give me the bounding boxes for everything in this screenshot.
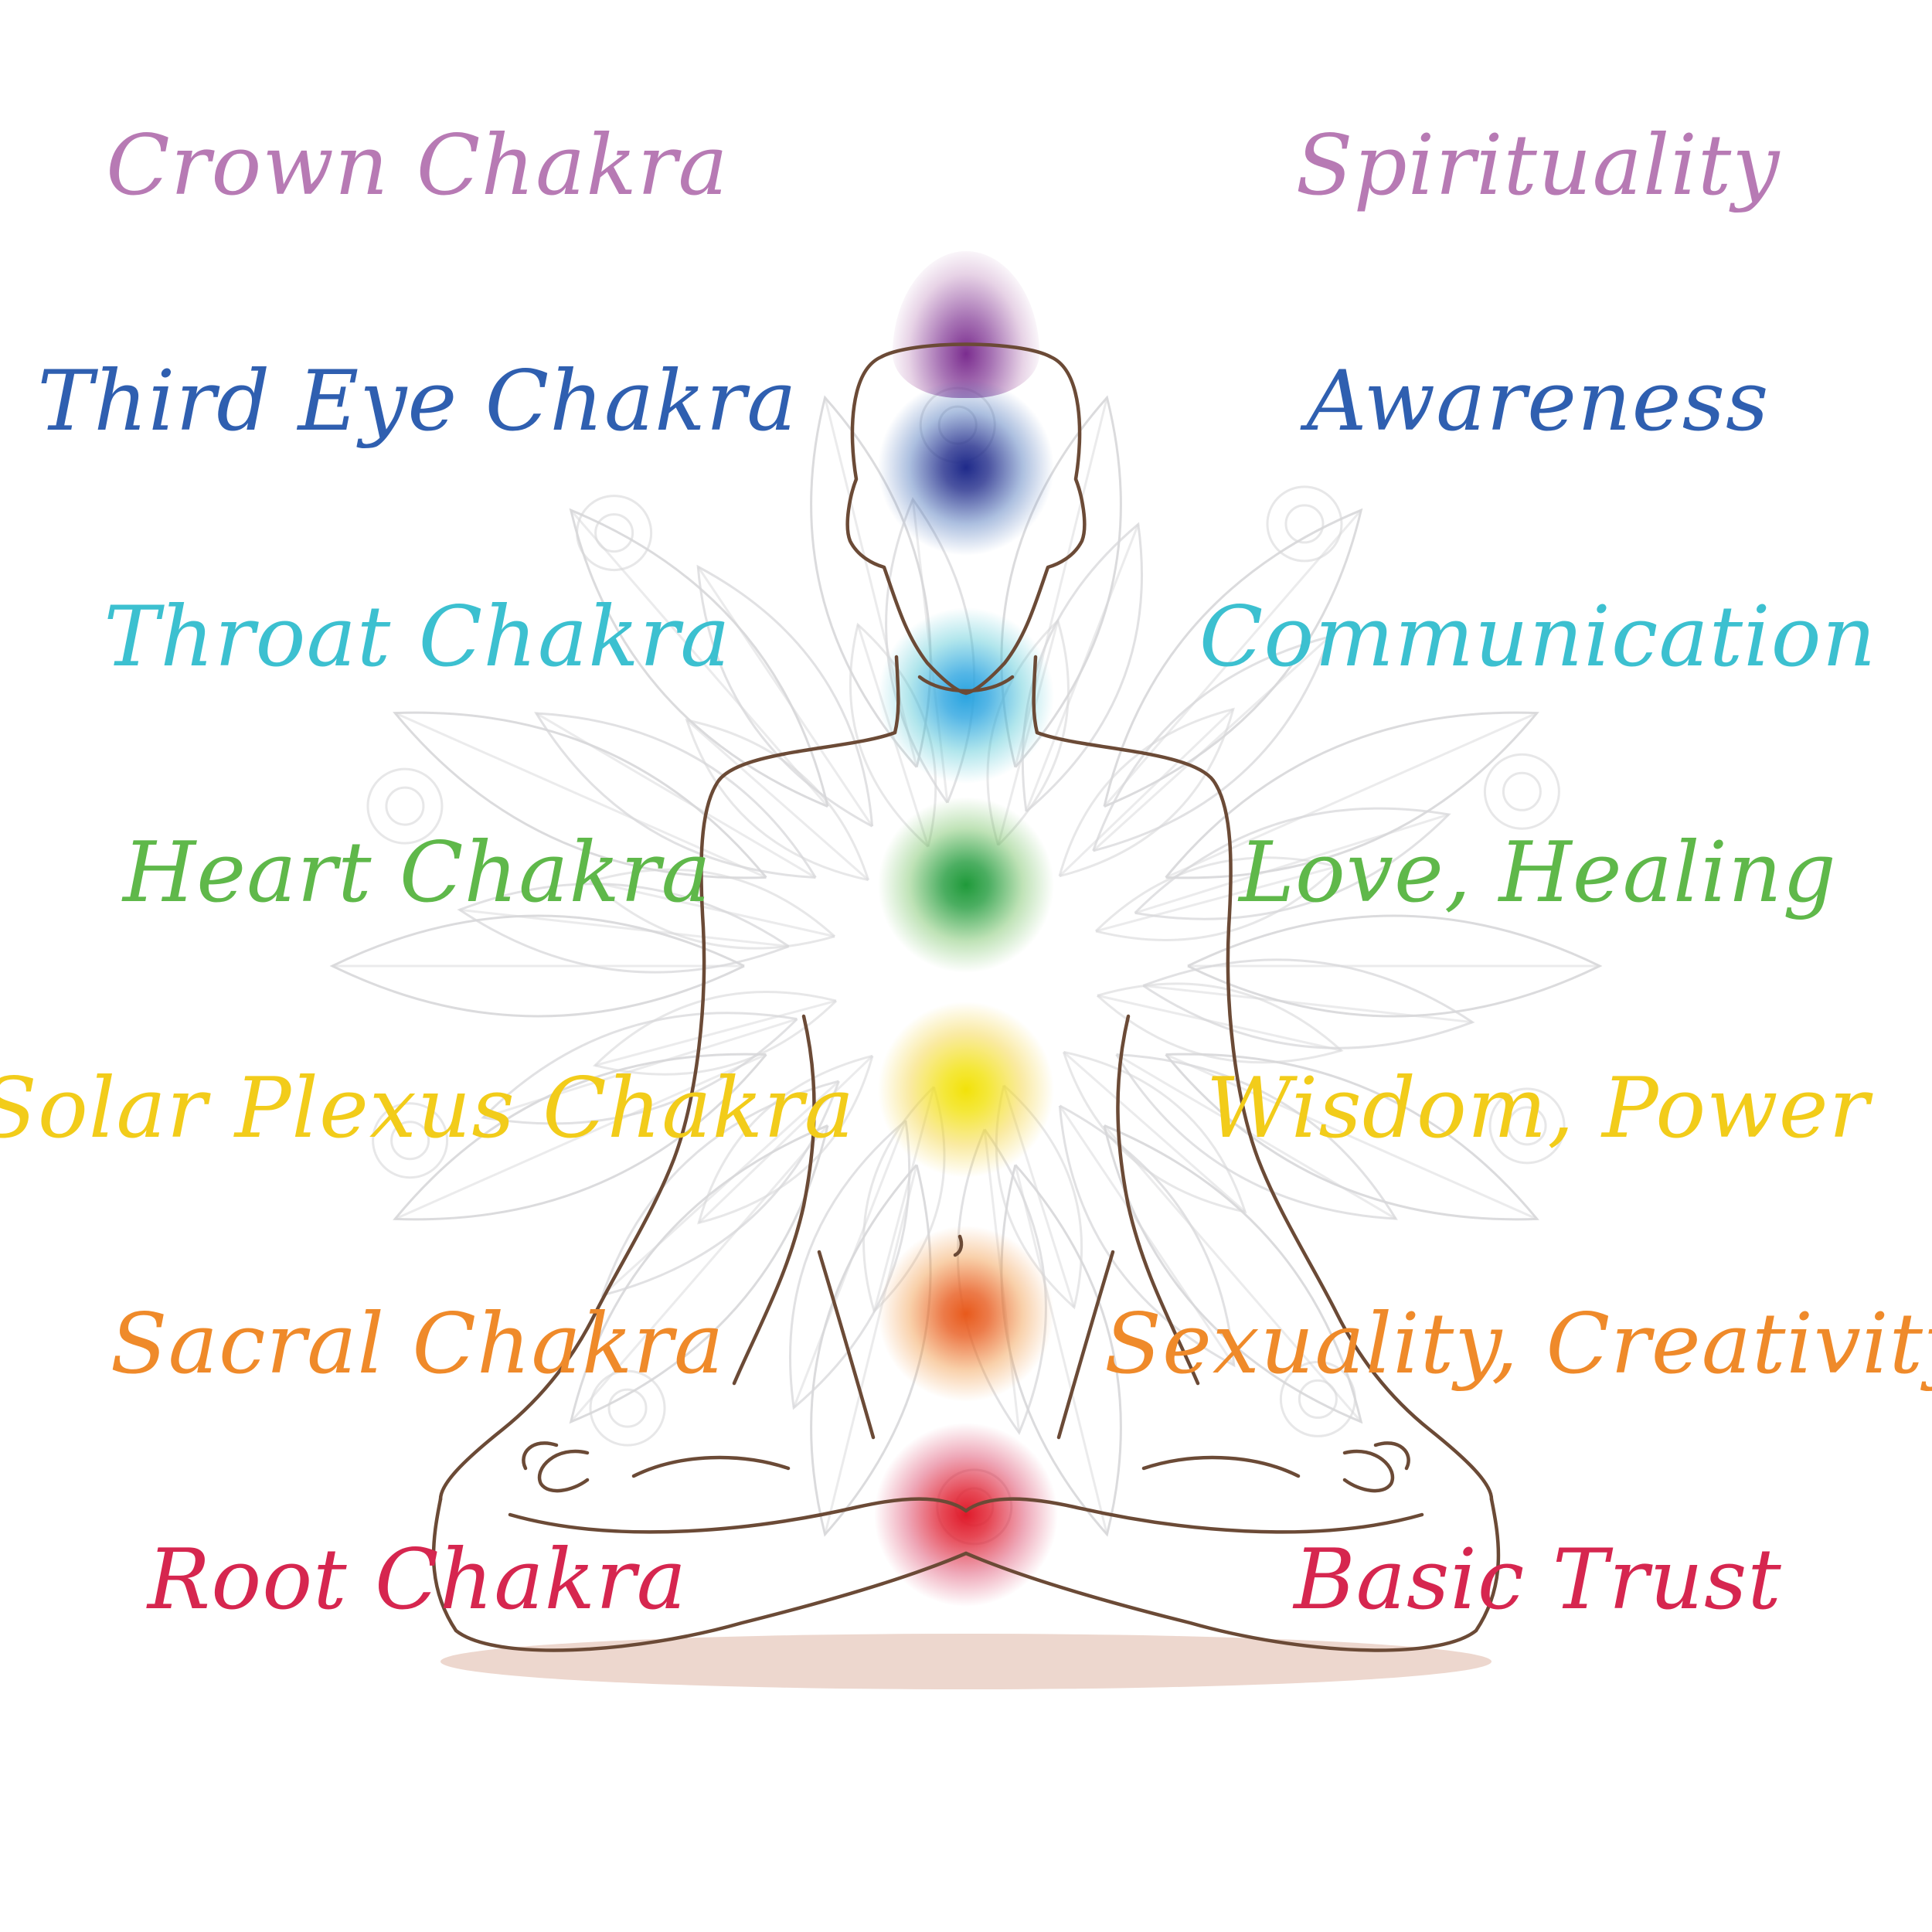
mandala-petal-vein [570, 509, 829, 808]
mandala-swirl [1266, 485, 1343, 563]
mandala-petal-vein [1143, 984, 1473, 1024]
mandala-swirl [366, 767, 444, 845]
chakra-name-label: Sacral Chakra [110, 1296, 725, 1393]
mandala-petal [1096, 982, 1344, 1064]
mandala-petal [685, 718, 870, 882]
mandala-petal-vein [536, 712, 817, 879]
mandala-petal-vein [1063, 1051, 1247, 1213]
mandala-petal-vein [792, 1120, 907, 1409]
mandala-swirl [1483, 753, 1560, 830]
mandala-swirl [1507, 1106, 1547, 1146]
mandala-swirl [576, 495, 653, 572]
mandala-petal-vein [1025, 523, 1140, 812]
mandala-petal-vein [685, 719, 869, 881]
mandala-swirl [1488, 1087, 1566, 1165]
chakra-glow-dot [877, 1001, 1055, 1179]
chakra-meaning-label: Love, Healing [1239, 825, 1837, 921]
mandala-petal-vein [1134, 813, 1450, 914]
mandala-petal-vein [482, 1018, 798, 1119]
chakra-meaning-label: Basic Trust [1294, 1532, 1782, 1628]
mandala-petal [569, 508, 829, 808]
chakra-glow-dot [877, 796, 1055, 974]
mandala-petal-vein [1092, 635, 1331, 852]
mandala-swirl [1298, 1379, 1338, 1419]
chakra-meaning-label: Wisdom, Power [1206, 1060, 1870, 1157]
chakra-meaning-label: Spirituality [1295, 117, 1781, 214]
mandala-petal [1094, 856, 1340, 941]
mandala-petal-vein [1103, 509, 1362, 808]
mandala-petal-vein [601, 1080, 840, 1297]
mandala-petal-vein [1103, 1124, 1362, 1423]
mandala-swirl [390, 1121, 430, 1161]
mandala-swirl [594, 513, 634, 553]
mandala-petal-vein [696, 566, 873, 828]
mandala-swirl [1502, 771, 1542, 811]
chakra-glow-dot [877, 1225, 1055, 1403]
mandala-petal-vein [1095, 865, 1338, 933]
mandala-petal [1092, 634, 1332, 852]
chakra-meaning-label: Awareness [1306, 353, 1770, 450]
chakra-name-label: Heart Chakra [123, 825, 712, 921]
mandala-swirl [1284, 504, 1325, 544]
chakra-glow-dot [877, 607, 1055, 784]
mandala-swirl [589, 1369, 666, 1447]
chakra-meaning-label: Sexuality, Creativity [1104, 1296, 1932, 1393]
mandala-petal-vein [698, 1055, 874, 1224]
mandala-petal-vein [570, 1124, 829, 1423]
chakra-name-label: Third Eye Chakra [37, 353, 798, 450]
mandala-petal-vein [1058, 708, 1234, 877]
mandala-swirl [385, 786, 425, 826]
mandala-petal-vein [1059, 1104, 1236, 1366]
mandala-petal [457, 883, 790, 974]
mandala-petal-vein [594, 999, 837, 1067]
mandala-petal-vein [1115, 1053, 1396, 1220]
mandala-petal-vein [824, 1165, 918, 1535]
mandala-swirl [1279, 1360, 1356, 1437]
mandala-petal-vein [1014, 1165, 1108, 1535]
mandala-petal-vein [394, 1053, 767, 1220]
mandala-petal-vein [459, 908, 789, 948]
mandala-petal [1062, 1050, 1247, 1214]
mandala-petal-vein [1097, 994, 1342, 1052]
chakra-glow-dot [877, 379, 1055, 556]
chakra-name-label: Crown Chakra [106, 117, 729, 214]
mandala-swirl [372, 1102, 449, 1179]
mandala-petal-vein [394, 712, 767, 879]
chakra-name-label: Solar Plexus Chakra [0, 1060, 855, 1157]
chakra-name-label: Throat Chakra [104, 589, 731, 685]
mandala-petal-vein [1165, 1053, 1538, 1220]
mandala-petal-vein [590, 880, 835, 938]
mandala-swirl [607, 1388, 648, 1428]
mandala-petal-vein [1165, 712, 1538, 879]
chakra-name-label: Root Chakra [147, 1532, 688, 1628]
chakra-meaning-label: Communication [1199, 589, 1877, 685]
